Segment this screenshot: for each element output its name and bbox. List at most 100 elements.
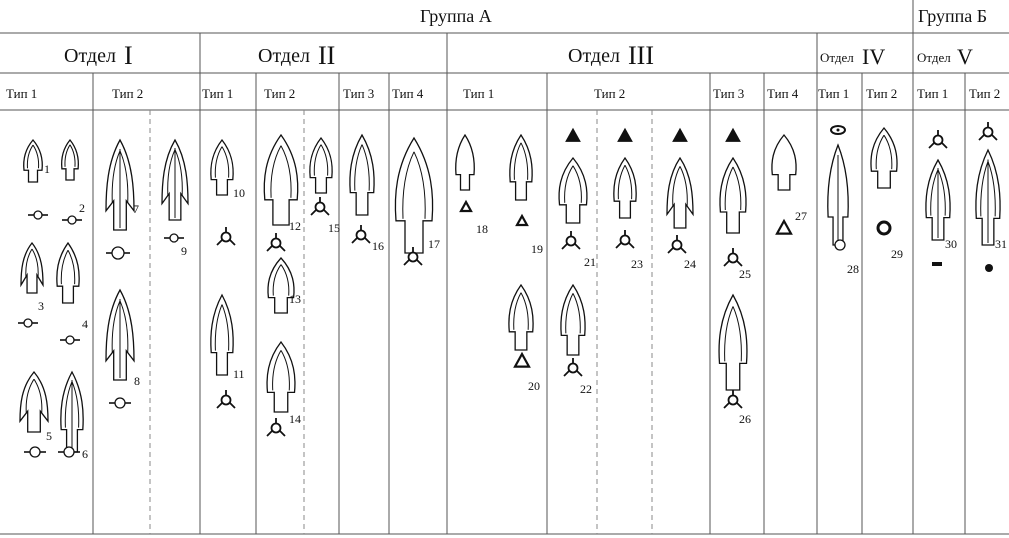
type-label: Тип 2 (866, 86, 897, 101)
figure-number: 4 (82, 317, 88, 331)
figure-number: 17 (428, 237, 440, 251)
cross-section-symbol (28, 210, 48, 220)
group-a-label: Группа А (420, 6, 492, 26)
cross-section-symbol (515, 213, 529, 227)
cross-section-symbol (459, 199, 473, 213)
figure-number: 26 (739, 412, 751, 426)
section-numeral: III (628, 41, 654, 70)
cross-section-symbol (723, 248, 743, 267)
type-label: Тип 2 (969, 86, 1000, 101)
cross-section-symbol (106, 246, 130, 260)
section-numeral: V (957, 44, 973, 69)
arrowhead-figure (20, 241, 44, 294)
figure-number: 19 (531, 242, 543, 256)
arrowhead-figure (613, 156, 637, 219)
cross-section-symbol (830, 125, 846, 135)
cross-section-symbol (58, 446, 80, 458)
cross-section-symbol (876, 220, 892, 236)
cross-section-symbol (216, 390, 236, 409)
cross-section-symbol (266, 418, 286, 437)
figure-number: 2 (79, 201, 85, 215)
group-b-label: Группа Б (918, 6, 987, 26)
arrowhead-figure (455, 133, 475, 191)
figure-number: 14 (289, 412, 301, 426)
arrowhead-figure (309, 136, 333, 194)
figure-number: 3 (38, 299, 44, 313)
type-label: Тип 3 (343, 86, 374, 101)
type-label: Тип 1 (818, 86, 849, 101)
arrowhead-figure (718, 293, 748, 391)
arrowhead-figure (60, 138, 80, 181)
cross-section-symbol (513, 351, 531, 368)
cross-section-symbol (164, 233, 184, 243)
type-label: Тип 2 (594, 86, 625, 101)
arrowhead-figure (827, 143, 849, 246)
figure-number: 11 (233, 367, 245, 381)
section-word: Отдел (258, 45, 310, 67)
section-word: Отдел (568, 45, 620, 67)
cross-section-symbol (928, 130, 948, 149)
arrowhead-figure (666, 156, 694, 229)
section-1-header: Отдел I (64, 41, 133, 70)
figure-number: 18 (476, 222, 488, 236)
cross-section-symbol (672, 127, 688, 142)
section-word: Отдел (64, 45, 116, 67)
arrowhead-figure (394, 136, 434, 254)
cross-section-symbol (667, 235, 687, 254)
figure-number: 1 (44, 162, 50, 176)
arrowhead-figure (509, 133, 533, 201)
cross-section-symbol (563, 358, 583, 377)
arrowhead-figure (267, 257, 295, 314)
figure-number: 15 (328, 221, 340, 235)
arrowhead-figure (105, 138, 135, 231)
figure-number: 10 (233, 186, 245, 200)
figure-number: 20 (528, 379, 540, 393)
arrowhead-figure (19, 370, 49, 433)
type-label: Тип 2 (112, 86, 143, 101)
arrowhead-figure (558, 156, 588, 224)
cross-section-symbol (561, 231, 581, 250)
figure-number: 5 (46, 429, 52, 443)
figure-number: 7 (133, 202, 139, 216)
figure-number: 9 (181, 244, 187, 258)
figure-number: 21 (584, 255, 596, 269)
cross-section-symbol (615, 230, 635, 249)
arrowhead-figure (210, 138, 234, 196)
cross-section-symbol (266, 233, 286, 252)
cross-section-symbol (60, 335, 80, 345)
arrowhead-figure (975, 148, 1001, 246)
section-word: Отдел (917, 50, 951, 65)
figure-number: 24 (684, 257, 696, 271)
figure-number: 28 (847, 262, 859, 276)
cross-section-symbol (18, 318, 38, 328)
arrowhead-figure (23, 139, 43, 183)
type-label: Тип 1 (6, 86, 37, 101)
cross-section-symbol (725, 127, 741, 142)
figure-number: 13 (289, 292, 301, 306)
figure-number: 23 (631, 257, 643, 271)
arrowhead-figure (771, 133, 797, 191)
arrowhead-figure (719, 156, 747, 234)
figure-number: 12 (289, 219, 301, 233)
cross-section-symbol (775, 218, 793, 235)
cross-section-symbol (403, 247, 423, 266)
type-label: Тип 4 (767, 86, 799, 101)
arrowhead-figure (925, 158, 951, 241)
section-2-header: Отдел II (258, 41, 335, 70)
figure-number: 22 (580, 382, 592, 396)
arrowhead-drawings (18, 122, 1001, 458)
type-label: Тип 4 (392, 86, 424, 101)
cross-section-symbol (24, 446, 46, 458)
section-numeral: IV (862, 44, 885, 69)
figure-number: 27 (795, 209, 807, 223)
cross-section-symbol (216, 227, 236, 246)
figure-number: 6 (82, 447, 88, 461)
cross-section-symbol (310, 197, 330, 216)
type-label: Тип 3 (713, 86, 744, 101)
figure-number: 16 (372, 239, 384, 253)
type-label: Тип 1 (463, 86, 494, 101)
cross-section-symbol (62, 215, 82, 225)
